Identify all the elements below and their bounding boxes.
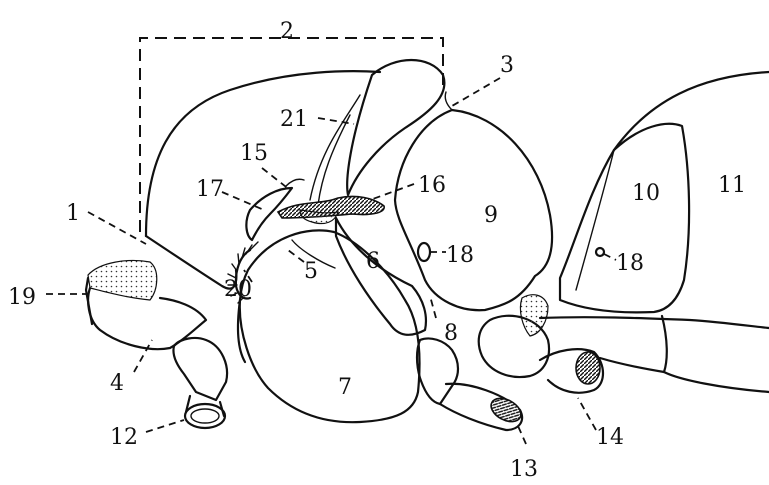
- lobe-inner-line-2: [317, 114, 351, 206]
- label-12: 12: [110, 425, 138, 450]
- spiracle-mesothorax: [416, 241, 432, 263]
- abdomen-11-outline: [612, 70, 769, 152]
- leader-15: [261, 167, 291, 191]
- stippled-metathorax-region: [519, 294, 549, 337]
- leader-14: [577, 397, 597, 431]
- stippled-region-19: [87, 259, 158, 301]
- leader-4: [133, 339, 153, 373]
- label-4: 4: [110, 371, 124, 396]
- label-21: 21: [280, 107, 308, 132]
- label-17: 17: [196, 177, 224, 202]
- label-14: 14: [596, 425, 624, 450]
- label-7: 7: [338, 375, 352, 400]
- sclerite-15-line: [285, 178, 305, 187]
- metathorax-inner-line: [575, 149, 615, 291]
- region-2-bracket: [139, 37, 444, 232]
- label-20: 20: [224, 277, 252, 302]
- label-16: 16: [418, 173, 446, 198]
- bristle-fringe-20: [227, 241, 259, 304]
- leader-8: [429, 295, 437, 319]
- label-19: 19: [8, 285, 36, 310]
- prosternum-4-outline: [87, 286, 208, 351]
- mesoscutum-outline: [393, 108, 554, 312]
- leader-17: [221, 191, 265, 211]
- label-15: 15: [240, 141, 268, 166]
- leader-20: [243, 269, 253, 283]
- label-10: 10: [632, 181, 660, 206]
- lobe-inner-line: [309, 94, 361, 201]
- leg-stump-12: [172, 336, 229, 430]
- spiracle-metathorax: [594, 246, 606, 258]
- mesonotal-lobe-outline: [346, 58, 446, 197]
- label-13: 13: [510, 457, 538, 482]
- label-9: 9: [484, 203, 498, 228]
- label-6: 6: [366, 249, 380, 274]
- label-2: 2: [280, 19, 294, 44]
- sclerite-5-line: [291, 239, 336, 269]
- leader-18b: [603, 253, 617, 261]
- pronotum-posterior-margin: [144, 234, 238, 290]
- label-18-metathorax: 18: [616, 251, 644, 276]
- coxa-7-outline: [238, 229, 421, 424]
- leader-21: [317, 117, 355, 125]
- label-1: 1: [66, 201, 80, 226]
- stippled-suture-area: [299, 209, 339, 225]
- label-8: 8: [444, 321, 458, 346]
- label-11: 11: [718, 173, 746, 198]
- coxa-7-lower-margin: [236, 298, 247, 364]
- leader-3: [451, 77, 501, 107]
- mesoscutum-anterior-line: [444, 91, 453, 111]
- label-18-mesothorax: 18: [446, 243, 474, 268]
- head-stub-outline: [84, 276, 94, 326]
- leg-stump-13: [415, 337, 524, 432]
- label-3: 3: [500, 53, 514, 78]
- label-5: 5: [304, 259, 318, 284]
- abdomen-segment-line: [660, 314, 769, 394]
- abdomen-11-lower-outline: [538, 316, 769, 330]
- leader-5: [287, 249, 305, 263]
- leader-16: [369, 183, 415, 201]
- structure-17-outline: [245, 186, 294, 242]
- episternum-6-outline: [334, 216, 428, 336]
- leader-13: [517, 425, 527, 445]
- pronotum-dorsal-outline: [144, 70, 382, 238]
- leader-1: [87, 211, 147, 245]
- abdomen-base-line: [598, 356, 666, 374]
- metathorax-10-outline: [558, 122, 691, 314]
- leader-12: [145, 419, 185, 433]
